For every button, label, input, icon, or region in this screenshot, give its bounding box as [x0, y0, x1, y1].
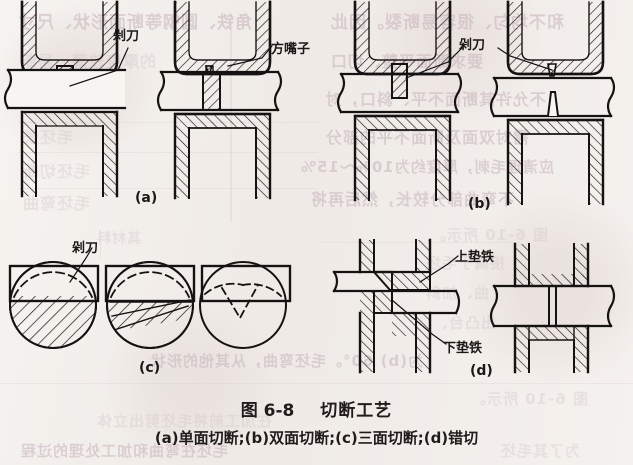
panel-d-right-diagram	[489, 242, 616, 374]
panel-d-left-diagram	[332, 238, 461, 374]
label-c-chisel: 剁刀	[72, 241, 99, 256]
panel-a-right-diagram	[156, 0, 283, 200]
panel-b-right-diagram	[489, 0, 616, 206]
panel-letter-a: (a)	[135, 190, 158, 206]
panel-b-left-diagram	[336, 0, 463, 202]
panel-c-diagram	[8, 247, 292, 349]
label-b-chisel: 剁刀	[459, 38, 486, 53]
panel-letter-d: (d)	[470, 363, 493, 379]
label-a-square-jaw: 方嘴子	[271, 42, 311, 57]
panel-letter-c: (c)	[139, 360, 161, 376]
panel-a-left-diagram	[3, 0, 129, 198]
label-a-chisel: 剁刀	[113, 29, 140, 44]
label-d-lower-shim: 下垫铁	[443, 341, 483, 356]
panel-letter-b: (b)	[468, 196, 491, 212]
label-d-upper-shim: 上垫铁	[455, 250, 495, 265]
